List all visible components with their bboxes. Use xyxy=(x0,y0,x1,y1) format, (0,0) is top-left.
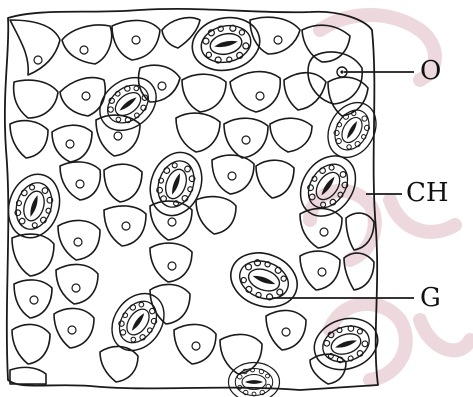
label-ch: CH xyxy=(406,180,449,206)
label-o: O xyxy=(420,58,441,84)
epidermal-cell-network xyxy=(10,17,374,384)
label-g: G xyxy=(420,285,441,311)
stomata xyxy=(1,11,386,397)
